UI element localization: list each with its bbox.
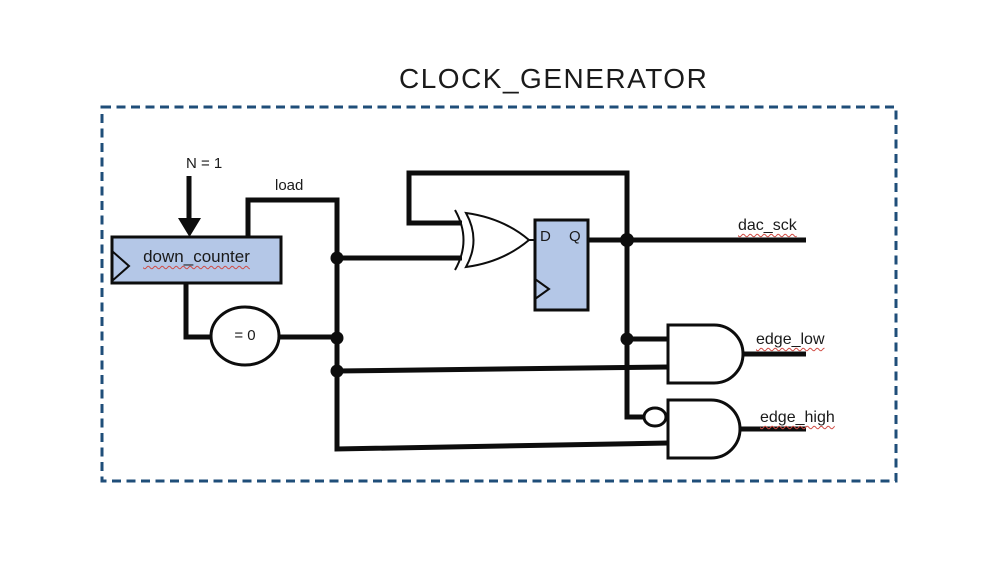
n-param-arrowhead-icon [178,218,201,237]
q-branch-vertical-wire [624,240,645,420]
comparator-ellipse [209,305,281,367]
n-param-label: N = 1 [186,155,223,172]
xor-gate [464,211,531,269]
and-gate-edge-low [666,323,745,385]
junction-dot [330,251,344,265]
load-label: load [275,177,304,194]
flipflop-d-label: D [540,228,551,245]
edge-high-label: edge_high [760,409,835,426]
diagram-title: CLOCK_GENERATOR [399,63,709,94]
down-counter-label: down_counter [143,247,250,266]
xor-gate-back-arc [454,209,465,271]
junction-dot [330,331,344,345]
module-boundary-dashed-border [100,105,898,483]
dac-sck-label: dac_sck [738,217,797,234]
load-wire-and-bus [245,197,669,452]
d-flipflop-box [533,218,590,312]
junction-dot [620,233,634,247]
junction-dot [330,364,344,378]
edge-low-lower-input-wire [336,364,669,374]
edge-low-label: edge_low [756,331,825,348]
counter-to-comparator-wire [183,283,212,340]
and-gate-edge-high [666,398,742,460]
comparator-label: = 0 [234,327,256,344]
feedback-wire [406,170,630,240]
flipflop-q-label: Q [569,228,581,245]
junction-dot [620,332,634,346]
flipflop-clock-chevron-icon [534,278,551,300]
clock-chevron-icon [111,250,131,282]
down-counter-box [110,235,283,285]
inverter-bubble-icon [642,406,668,428]
